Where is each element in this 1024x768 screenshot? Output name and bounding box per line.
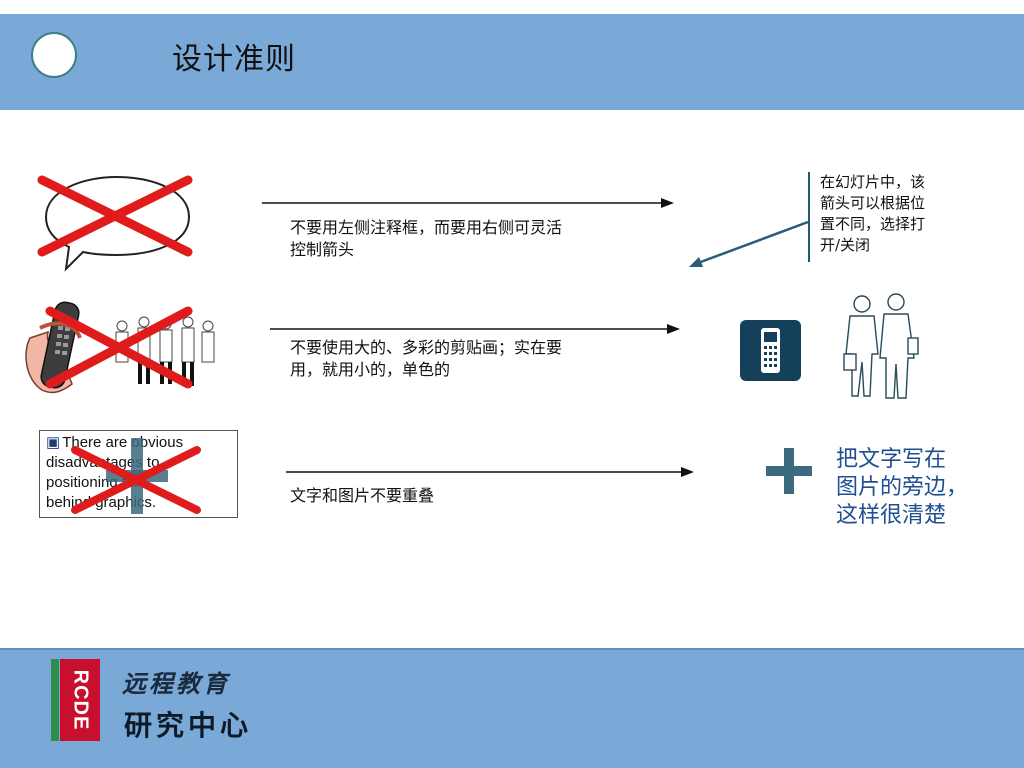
plus-icon	[766, 448, 812, 494]
tip-line: 把文字写在	[836, 447, 947, 472]
callout-note-line: 在幻灯片中，该	[820, 173, 926, 191]
tip-line: 这样很清楚	[836, 503, 947, 528]
footer-divider	[0, 648, 1024, 650]
callout-note-line: 开/关闭	[820, 236, 871, 254]
logo-block	[60, 659, 100, 741]
logo-line-1: 远程教育	[122, 669, 230, 698]
rule-text-3: 文字和图片不要重叠	[290, 486, 435, 505]
page-title: 设计准则	[172, 42, 296, 77]
tip-text: 把文字写在 图片的旁边， 这样很清楚	[836, 446, 968, 530]
rule-text-2-line-1: 不要使用大的、多彩的剪贴画；实在要	[290, 338, 563, 357]
mobile-phone-icon	[740, 320, 801, 381]
rule-arrow-2	[270, 324, 680, 334]
tip-line: 图片的旁边，	[836, 475, 969, 500]
bullet-square-icon: ▣	[46, 434, 61, 451]
callout-note-line: 箭头可以根据位	[820, 194, 926, 212]
callout-note-line: 置不同，选择打	[820, 215, 926, 233]
title-circle-icon	[31, 32, 77, 78]
rule-text-1-line-1: 不要用左侧注释框，而要用右侧可灵活	[290, 218, 563, 237]
cross-mark-icon	[71, 446, 201, 514]
logo-line-2: 研究中心	[124, 709, 253, 742]
rule-arrow-3	[286, 467, 694, 477]
rule-arrow-1	[262, 198, 674, 208]
callout-note: 在幻灯片中，该 箭头可以根据位 置不同，选择打 开/关闭	[808, 172, 958, 262]
logo-green-bar	[51, 659, 59, 741]
callout-pointer-arrow	[689, 220, 809, 267]
logo-code: RCDE	[69, 669, 92, 731]
rule-text-1-line-2: 控制箭头	[290, 240, 355, 259]
overlap-example-line: There are obvious	[62, 434, 184, 451]
cross-mark-icon	[45, 306, 193, 389]
cross-mark-icon	[37, 175, 193, 257]
footer-bar	[0, 648, 1024, 768]
title-bar	[0, 14, 1024, 110]
business-people-icon	[843, 293, 919, 399]
rule-text-2-line-2: 用，就用小的，单色的	[290, 360, 451, 379]
